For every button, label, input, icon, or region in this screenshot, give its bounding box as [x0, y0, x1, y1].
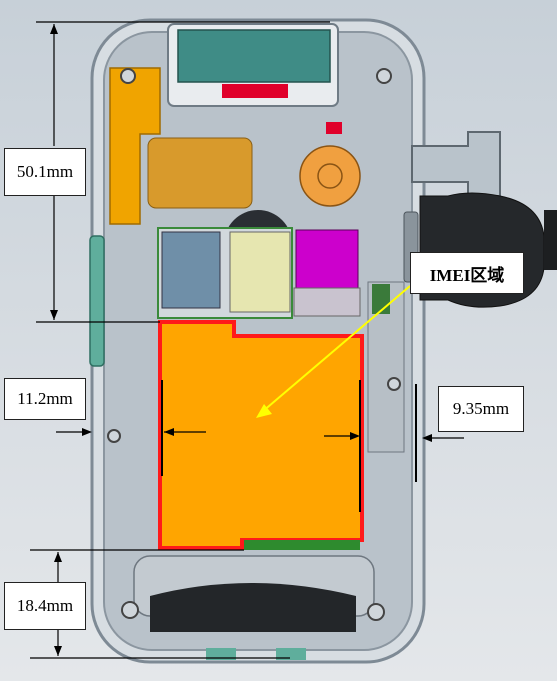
bottom-connector	[150, 583, 356, 632]
chip-lower-pad	[293, 287, 361, 317]
dim-label-11-2mm: 11.2mm	[4, 378, 86, 420]
dim-arrow-bottom-up	[54, 552, 62, 562]
dim-arrow-down	[50, 310, 58, 320]
bottom-tab-left	[206, 648, 236, 660]
dim-arrow-bottom-down	[54, 646, 62, 656]
mid-screw-right	[387, 377, 401, 391]
imei-callout-arrowhead	[256, 404, 272, 418]
imei-area	[158, 320, 364, 550]
dim-right-arrowhead	[422, 434, 432, 442]
speaker-inner	[317, 163, 343, 189]
bottom-screw-left	[121, 601, 139, 619]
magenta-chip	[295, 229, 359, 289]
dim-left-arrowhead	[82, 428, 92, 436]
headset-cable	[544, 210, 557, 270]
imei-area-label: IMEI区域	[410, 252, 524, 294]
dim-label-9-35mm: 9.35mm	[438, 386, 524, 432]
dim-arrow-up	[50, 24, 58, 34]
top-screw-right	[376, 68, 392, 84]
imei-callout-line	[261, 285, 411, 413]
imei-bottom-strip	[244, 540, 360, 550]
speaker-icon	[299, 145, 361, 207]
bottom-tab-right	[276, 648, 306, 660]
camera-lens-block	[177, 29, 331, 83]
camera-red-part	[222, 84, 288, 98]
top-screw-left	[120, 68, 136, 84]
side-button-left	[89, 235, 105, 367]
flex-pad	[147, 137, 253, 209]
dim-label-50-1mm: 50.1mm	[4, 148, 86, 196]
connector-yellow	[229, 231, 291, 313]
flex-cable-left	[109, 67, 161, 225]
top-small-red	[326, 122, 342, 134]
mid-screw-left	[107, 429, 121, 443]
dim-right-inner-arrowhead	[350, 432, 360, 440]
sim-holder	[161, 231, 221, 309]
dim-label-18-4mm: 18.4mm	[4, 582, 86, 630]
dim-left-inner-arrowhead	[164, 428, 174, 436]
bottom-screw-right	[367, 603, 385, 621]
